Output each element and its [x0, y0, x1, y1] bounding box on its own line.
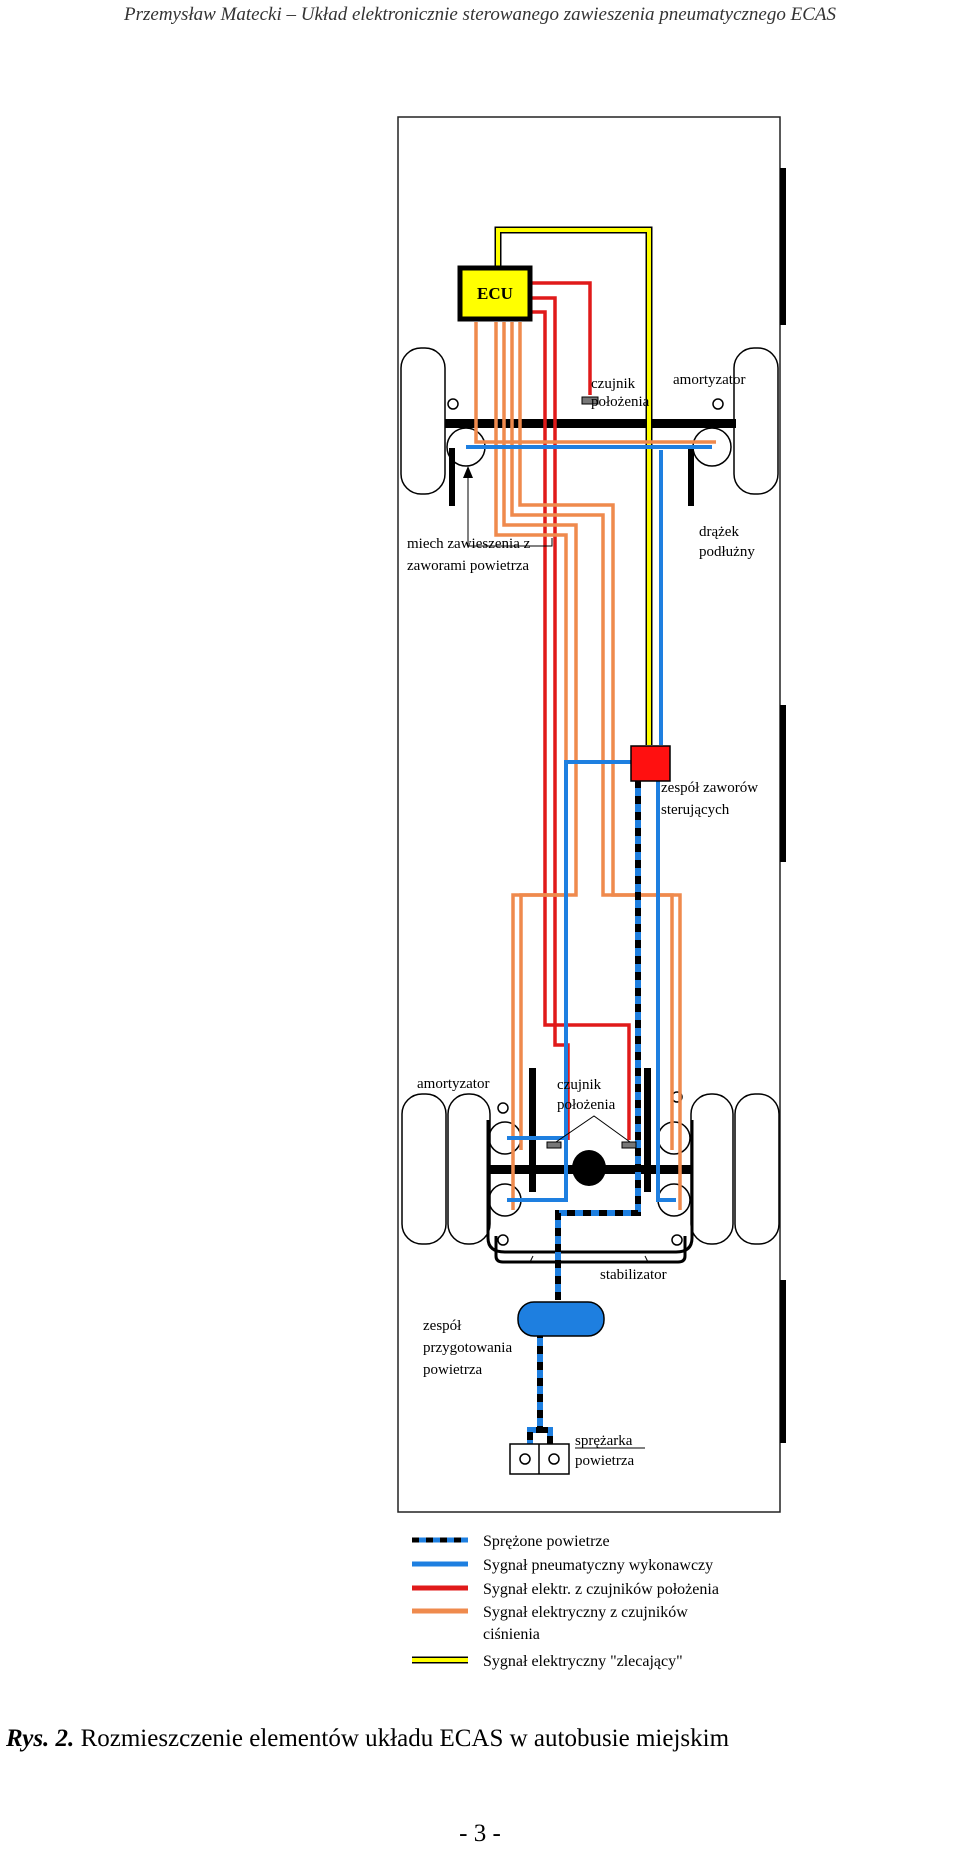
ecu-box [457, 265, 533, 322]
legend-item-command-signal: Sygnał elektryczny "zlecający" [412, 1653, 683, 1670]
compressed-air-line [527, 780, 641, 1444]
door-marker [780, 1280, 786, 1443]
rear-subframe [486, 1120, 694, 1254]
rear-sensor-pointers [555, 1115, 631, 1143]
svg-text:Sygnał elektr. z czujników poł: Sygnał elektr. z czujników położenia [483, 1581, 719, 1598]
rear-position-sensor [621, 1141, 637, 1149]
air-preparation-unit [517, 1301, 605, 1337]
rear-right-rod [644, 1068, 651, 1192]
front-right-shock-mount [712, 398, 724, 410]
rear-left-wheel-inner [447, 1093, 491, 1245]
legend-item-pneumatic-signal: Sygnał pneumatyczny wykonawczy [412, 1557, 713, 1574]
front-position-sensor [581, 396, 599, 405]
ecu-label: ECU [477, 284, 513, 303]
legend: Sprężone powietrze Sygnał pneumatyczny w… [412, 1533, 719, 1670]
rear-right-wheel-inner [690, 1093, 734, 1245]
rear-shock-mount [497, 1102, 509, 1114]
figure-caption: Rys. 2. Rozmieszczenie elementów układu … [6, 1725, 729, 1753]
caption-text: Rozmieszczenie elementów układu ECAS w a… [74, 1725, 730, 1752]
legend-item-compressed-air: Sprężone powietrze [412, 1533, 610, 1550]
rear-shock-mount [671, 1234, 683, 1246]
front-shock-label: amortyzator [673, 372, 745, 388]
door-marker [780, 705, 786, 862]
rear-left-wheel-outer [401, 1093, 447, 1245]
front-left-rod [449, 448, 455, 506]
rear-left-rod [529, 1068, 536, 1192]
svg-text:Sygnał pneumatyczny wykonawczy: Sygnał pneumatyczny wykonawczy [483, 1557, 713, 1574]
rear-differential [572, 1150, 606, 1186]
front-left-wheel [400, 347, 446, 495]
pressure-signal-lines [474, 322, 716, 1210]
command-signal-line [494, 226, 653, 745]
stabilizer-leader [529, 1255, 649, 1263]
rear-right-wheel-outer [734, 1093, 780, 1245]
pneumatic-signal-lines [466, 445, 712, 1202]
page-number: - 3 - [459, 1820, 501, 1847]
valve-unit [630, 745, 671, 782]
legend-item-position-signal: Sygnał elektr. z czujników położenia [412, 1581, 719, 1598]
running-header: Przemysław Matecki – Układ elektroniczni… [124, 4, 836, 25]
stabilizer-bar [494, 1236, 687, 1264]
svg-text:Sprężone powietrze: Sprężone powietrze [483, 1533, 610, 1550]
door-marker [780, 168, 786, 325]
rear-shock-mount [497, 1234, 509, 1246]
front-right-wheel [733, 347, 779, 495]
svg-text:Sygnał elektryczny "zlecający": Sygnał elektryczny "zlecający" [483, 1653, 683, 1670]
front-left-shock-mount [447, 398, 459, 410]
front-axle [445, 419, 736, 428]
rear-shock-label: amortyzator [417, 1076, 489, 1092]
rear-position-sensor [546, 1141, 562, 1149]
stabilizer-label: stabilizator [600, 1267, 667, 1283]
bellows-leader [467, 470, 553, 547]
caption-label: Rys. 2. [6, 1725, 75, 1752]
front-right-rod [688, 448, 694, 506]
